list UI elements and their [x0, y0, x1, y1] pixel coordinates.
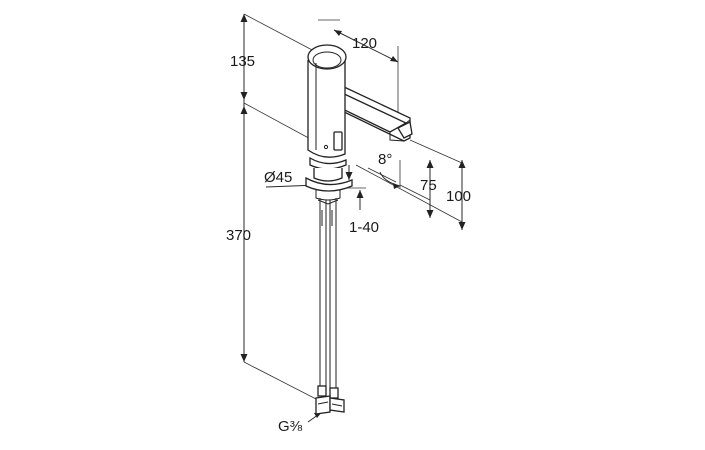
dimension-370-label: 370 — [226, 227, 251, 244]
connection-label-group: G⅜ — [278, 411, 323, 435]
angle-indicator: 8° — [367, 151, 401, 189]
height-dimension-chain: 135 370 — [226, 13, 319, 401]
connection-g38-label: G⅜ — [278, 418, 303, 435]
angle-8-label: 8° — [378, 151, 392, 168]
dimension-diameter-label: Ø45 — [264, 169, 292, 186]
dimension-120-label: 120 — [352, 35, 377, 52]
dimension-75-label: 75 — [420, 177, 437, 194]
dimension-135-label: 135 — [230, 53, 255, 70]
deck-thickness-dimension: 1-40 — [345, 165, 379, 236]
faucet-body — [305, 44, 413, 415]
spout-height-dimensions: 75 100 — [355, 139, 471, 230]
dimension-1-40-label: 1-40 — [349, 219, 379, 236]
dimension-100-label: 100 — [446, 188, 471, 205]
spout-length-dimension: 120 — [318, 19, 399, 124]
